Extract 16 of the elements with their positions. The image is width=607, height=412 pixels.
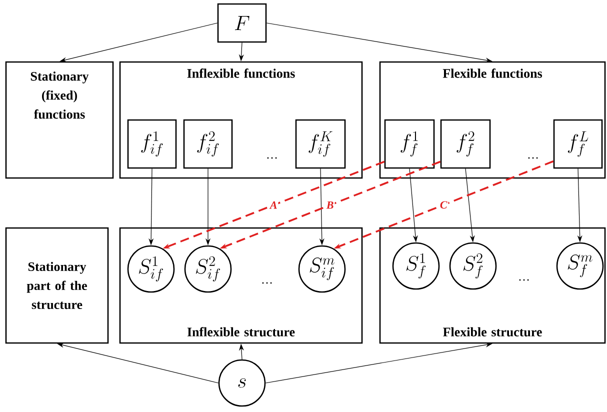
- edge-label: B: [325, 200, 335, 210]
- function-box: $f_{f}^{1}$: [384, 119, 435, 169]
- ellipsis: …: [528, 157, 538, 159]
- function-box: $f_{if}^{K}$: [295, 119, 346, 169]
- function-box: $f_{f}^{2}$: [440, 119, 491, 169]
- ellipsis: …: [519, 279, 529, 281]
- group-box: Stationary part of the structure: [5, 227, 109, 344]
- ellipsis: …: [267, 157, 277, 159]
- function-box: $f_{if}^{1}$: [127, 119, 177, 169]
- group-box: Stationary (fixed) functions: [5, 61, 114, 179]
- ellipsis: …: [262, 282, 272, 284]
- edge-label: C: [438, 200, 448, 210]
- function-box: $f_{f}^{L}$: [553, 119, 603, 169]
- function-box: $F$: [217, 3, 267, 43]
- edge-label: A: [268, 200, 278, 210]
- function-box: $f_{if}^{2}$: [183, 119, 233, 169]
